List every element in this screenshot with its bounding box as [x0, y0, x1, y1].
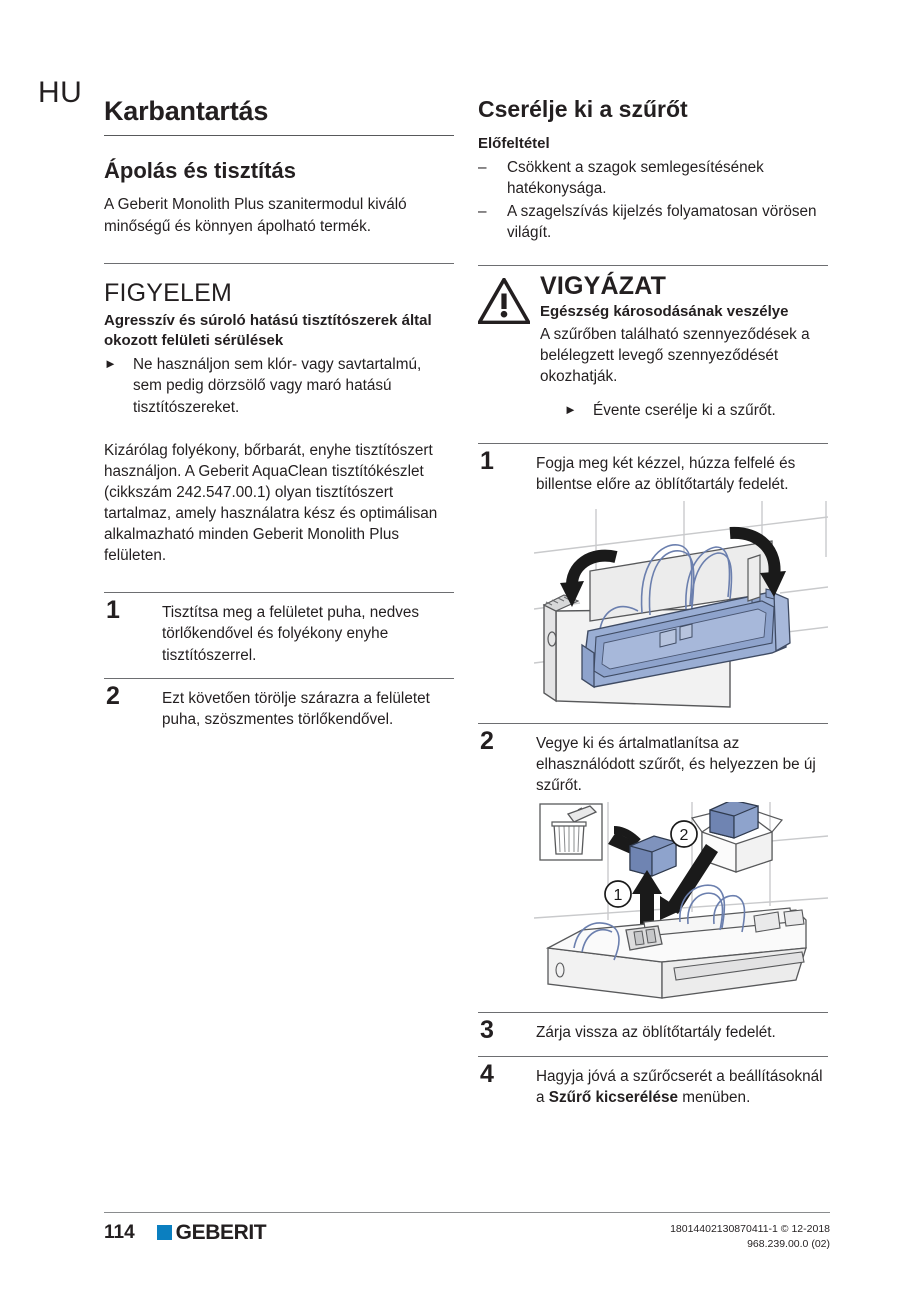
dash-bullet-icon: – — [478, 158, 487, 176]
logo-square-icon — [156, 1225, 172, 1240]
notice-subtitle: Agresszív és súroló hatású tisztítószere… — [104, 312, 432, 350]
brand-name: GEBERIT — [175, 1221, 267, 1244]
divider — [478, 1055, 828, 1057]
warning-triangle-icon — [476, 274, 540, 329]
list-item: – A szagelszívás kijelzés folyamatosan v… — [478, 201, 828, 243]
triangle-bullet-icon: ► — [564, 401, 577, 417]
step-item: 2 Vegye ki és ártalmatlanítsa az elhaszn… — [478, 724, 828, 796]
spacer — [104, 566, 454, 592]
menu-name: Szűrő kicserélése — [548, 1088, 679, 1106]
cistern-cover-tilt-illustration — [534, 500, 828, 713]
step-number: 4 — [480, 1059, 494, 1088]
step-text: Ezt követően törölje szárazra a felülete… — [162, 689, 430, 728]
language-marker: HU — [38, 76, 83, 109]
intro-paragraph: A Geberit Monolith Plus szanitermodul ki… — [104, 196, 407, 235]
divider — [478, 265, 828, 267]
chapter-title: Karbantartás — [104, 96, 269, 126]
left-column: Karbantartás Ápolás és tisztítás A Geber… — [104, 96, 454, 742]
dash-bullet-icon: – — [478, 202, 487, 220]
list-item-label: Ne használjon sem klór- vagy savtartalmú… — [133, 356, 422, 416]
notice-bullet-list: ► Ne használjon sem klór- vagy savtartal… — [104, 354, 454, 417]
caution-content: VIGYÁZAT Egészség károsodásának veszélye… — [540, 274, 828, 423]
step-item: 1 Fogja meg két kézzel, húzza felfelé és… — [478, 444, 828, 495]
step-number: 1 — [106, 596, 120, 625]
step-item: 4 Hagyja jóvá a szűrőcserét a beállításo… — [478, 1057, 828, 1120]
spacer — [478, 423, 828, 443]
svg-text:2: 2 — [680, 827, 689, 844]
spacer — [104, 237, 454, 263]
geberit-logo: GEBERIT — [156, 1221, 267, 1244]
document-codes: 18014402130870411-1 © 12-2018 968.239.00… — [670, 1222, 830, 1252]
caution-bullet-list: ► Évente cserélje ki a szűrőt. — [564, 400, 828, 421]
step-text: Hagyja jóvá a szűrőcserét a beállításokn… — [536, 1062, 828, 1108]
divider — [104, 135, 454, 137]
doc-code-line-2: 968.239.00.0 (02) — [747, 1238, 830, 1251]
triangle-bullet-icon: ► — [104, 356, 117, 372]
step-item: 2 Ezt követően törölje szárazra a felüle… — [104, 679, 454, 742]
right-column: Cserélje ki a szűrőt Előfeltétel – Csökk… — [476, 96, 828, 1120]
divider — [104, 262, 454, 264]
step-text-part-1: Hagyja jóvá a szűrőcserét a beállításokn… — [536, 1067, 823, 1106]
caution-body: A szűrőben található szennyeződések a be… — [540, 326, 810, 386]
precondition-title: Előfeltétel — [478, 134, 550, 152]
page-footer: 114 GEBERIT 18014402130870411-1 © 12-201… — [104, 1212, 830, 1272]
list-item: ► Ne használjon sem klór- vagy savtartal… — [104, 354, 454, 417]
step-item: 3 Zárja vissza az öblítőtartály fedelét. — [478, 1013, 828, 1056]
divider — [104, 1212, 830, 1213]
notice-title: FIGYELEM — [104, 278, 233, 307]
step-number: 2 — [106, 681, 120, 710]
spacer — [104, 420, 454, 440]
page-number: 114 — [104, 1222, 135, 1243]
list-item-label: Csökkent a szagok semlegesítésének haték… — [507, 158, 764, 197]
step-text: Zárja vissza az öblítőtartály fedelét. — [536, 1024, 776, 1042]
step-text: Tisztítsa meg a felületet puha, nedves t… — [162, 604, 420, 664]
list-item: – Csökkent a szagok semlegesítésének hat… — [478, 157, 828, 199]
divider — [104, 677, 454, 679]
step-text: Fogja meg két kézzel, húzza felfelé és b… — [536, 454, 796, 493]
filter-replace-illustration: 1 2 — [534, 802, 828, 1002]
step-text-part-2: menüben. — [678, 1088, 751, 1106]
step-number: 3 — [480, 1016, 494, 1045]
caution-box: VIGYÁZAT Egészség károsodásának veszélye… — [476, 266, 828, 423]
step-number: 1 — [480, 446, 494, 475]
list-item: ► Évente cserélje ki a szűrőt. — [564, 400, 828, 421]
list-item-label: Évente cserélje ki a szűrőt. — [593, 401, 776, 419]
svg-text:1: 1 — [614, 887, 623, 904]
divider — [478, 1012, 828, 1014]
step-number: 2 — [480, 726, 494, 755]
step-text: Vegye ki és ártalmatlanítsa az elhasznál… — [536, 734, 816, 795]
footer-left-group: 114 GEBERIT — [104, 1221, 267, 1244]
step-item: 1 Tisztítsa meg a felületet puha, nedves… — [104, 593, 454, 677]
caution-subtitle: Egészség károsodásának veszélye — [540, 303, 789, 321]
divider — [478, 442, 828, 444]
section-title-care: Ápolás és tisztítás — [104, 158, 296, 184]
caution-title: VIGYÁZAT — [540, 272, 667, 301]
section-title-filter: Cserélje ki a szűrőt — [478, 96, 688, 122]
divider — [104, 592, 454, 594]
divider — [478, 722, 828, 724]
spacer — [478, 245, 828, 265]
doc-code-line-1: 18014402130870411-1 © 12-2018 — [670, 1223, 830, 1235]
precondition-list: – Csökkent a szagok semlegesítésének hat… — [478, 157, 828, 243]
list-item-label: A szagelszívás kijelzés folyamatosan vör… — [507, 202, 817, 242]
cleaning-agent-paragraph: Kizárólag folyékony, bőrbarát, enyhe tis… — [104, 441, 438, 565]
